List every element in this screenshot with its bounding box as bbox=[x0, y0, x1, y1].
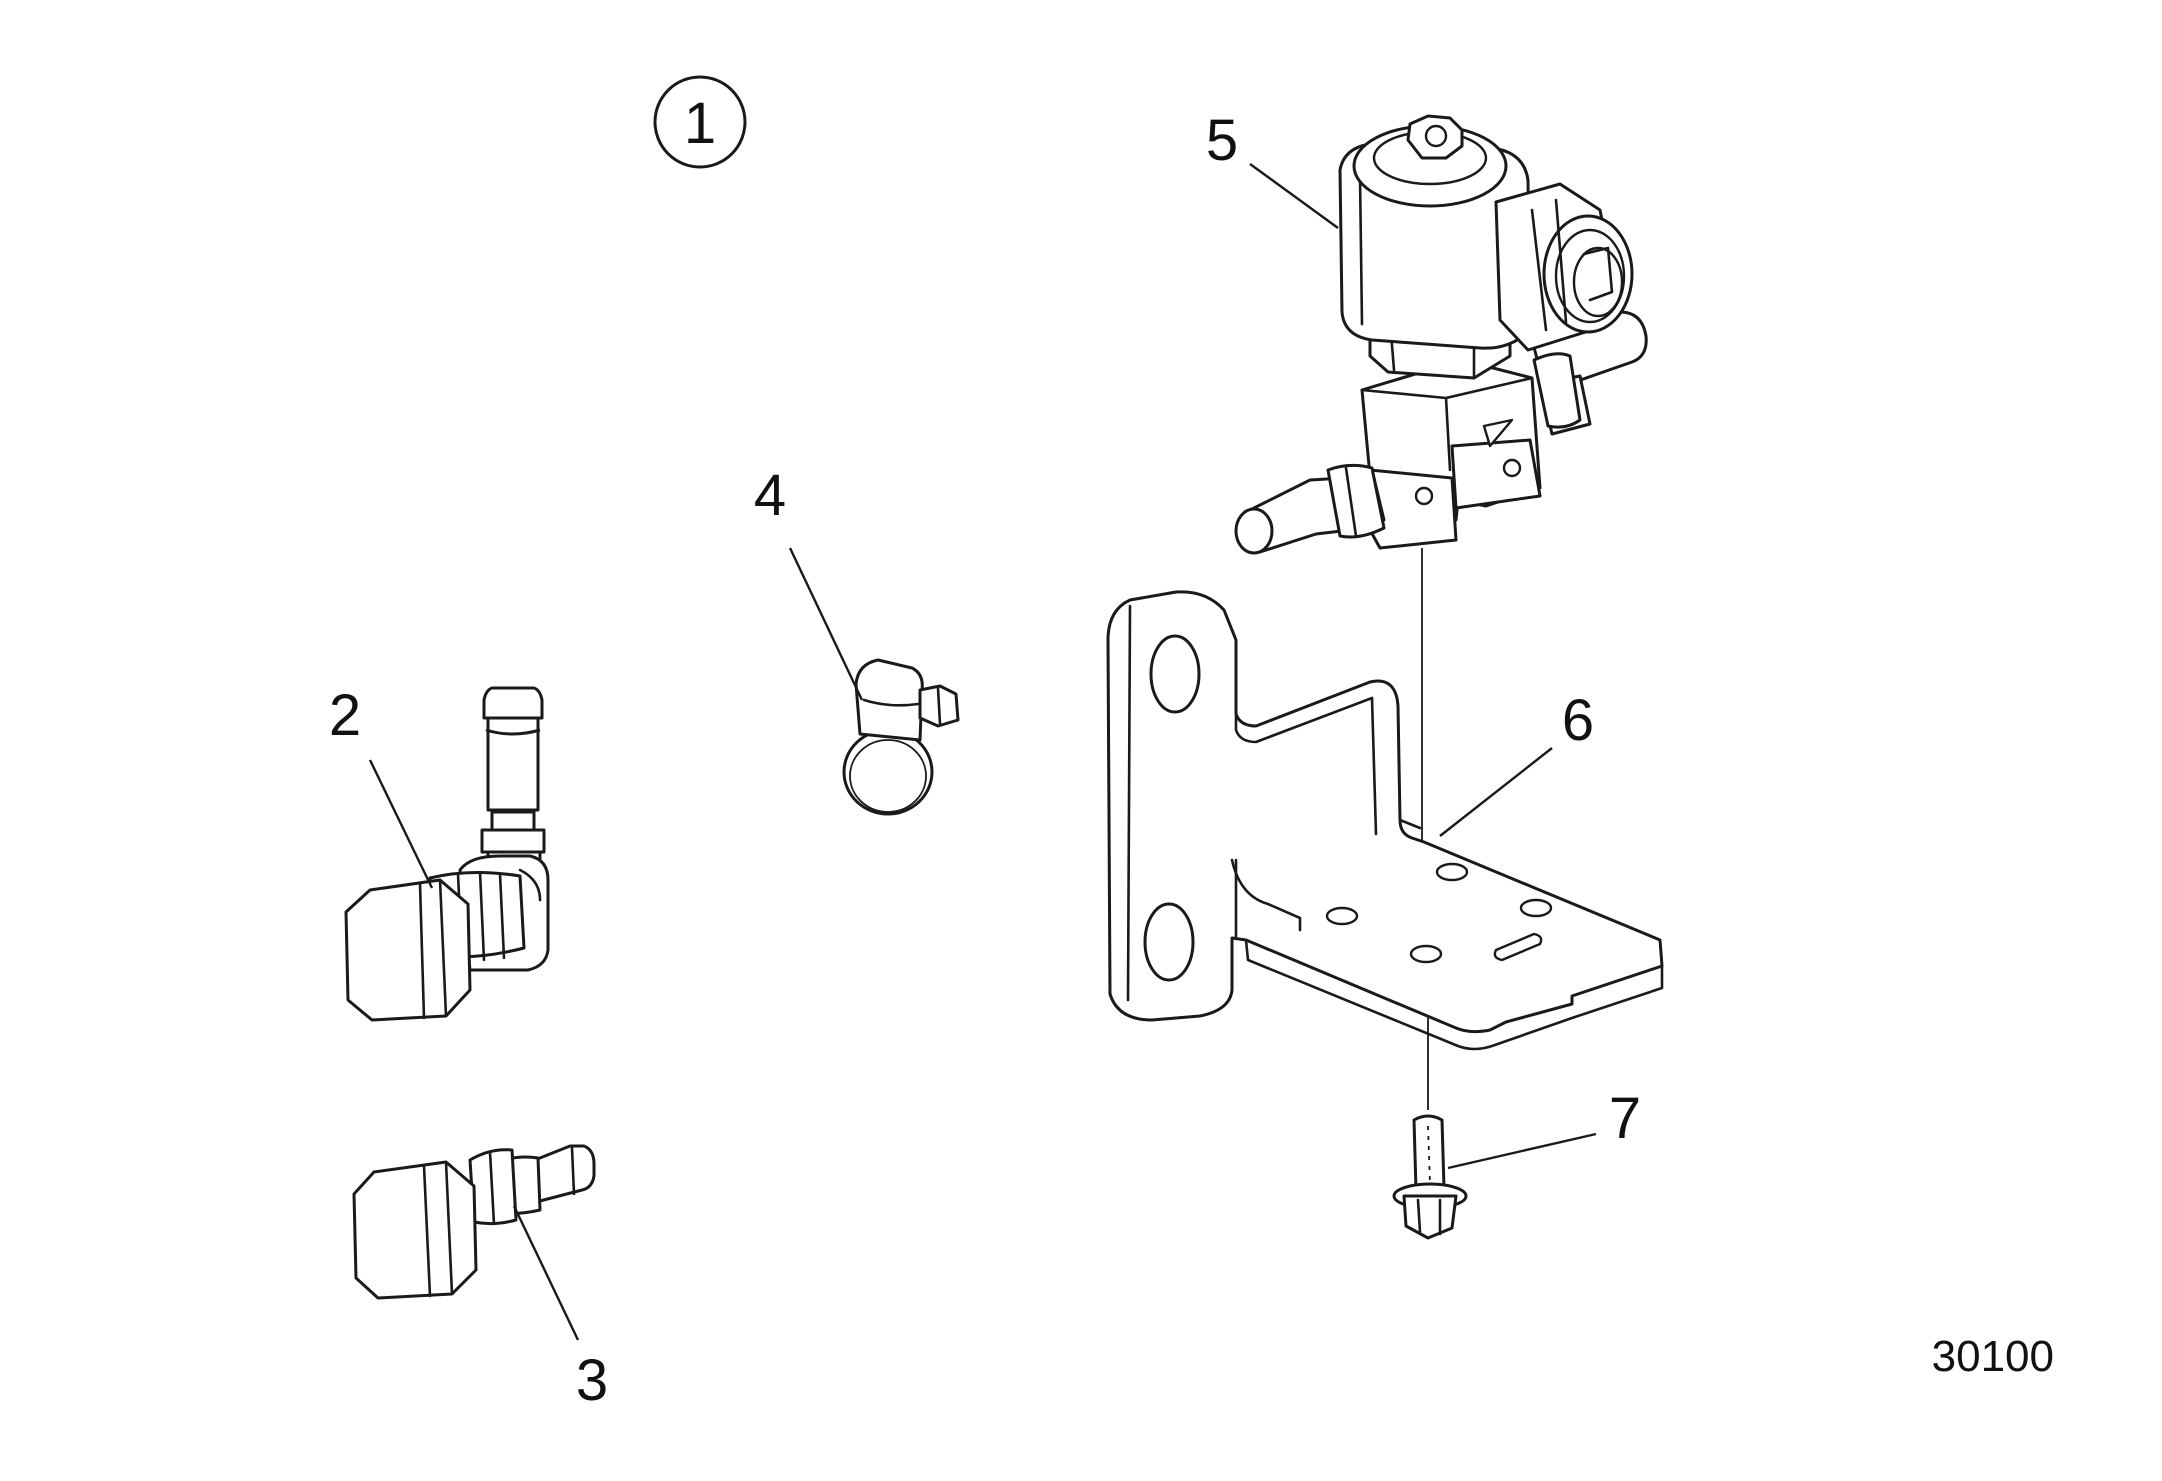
leader-5 bbox=[1249, 163, 1339, 229]
callout-6: 6 bbox=[1562, 688, 1594, 753]
callout-3: 3 bbox=[576, 1348, 608, 1413]
callout-7: 7 bbox=[1609, 1086, 1641, 1151]
callout-2: 2 bbox=[329, 683, 361, 748]
part-7-flange-bolt bbox=[1392, 1114, 1468, 1240]
group-label: 1 bbox=[684, 91, 716, 156]
leader-7 bbox=[1447, 1132, 1597, 1170]
leader-4 bbox=[788, 547, 864, 701]
group-label-badge: 1 bbox=[653, 75, 747, 169]
leader-2 bbox=[368, 759, 434, 889]
callout-4: 4 bbox=[754, 463, 786, 528]
leader-3 bbox=[512, 1205, 580, 1341]
part-3-straight-connector bbox=[352, 1144, 596, 1300]
part-6-mounting-bracket bbox=[1106, 590, 1664, 1051]
reference-number: 30100 bbox=[1932, 1332, 2054, 1381]
part-2-elbow-connector bbox=[344, 686, 550, 1022]
callout-5: 5 bbox=[1206, 108, 1238, 173]
part-4-hose-clamp bbox=[842, 658, 960, 816]
part-5-solenoid-valve bbox=[1234, 114, 1648, 555]
leader-6 bbox=[1439, 747, 1553, 837]
